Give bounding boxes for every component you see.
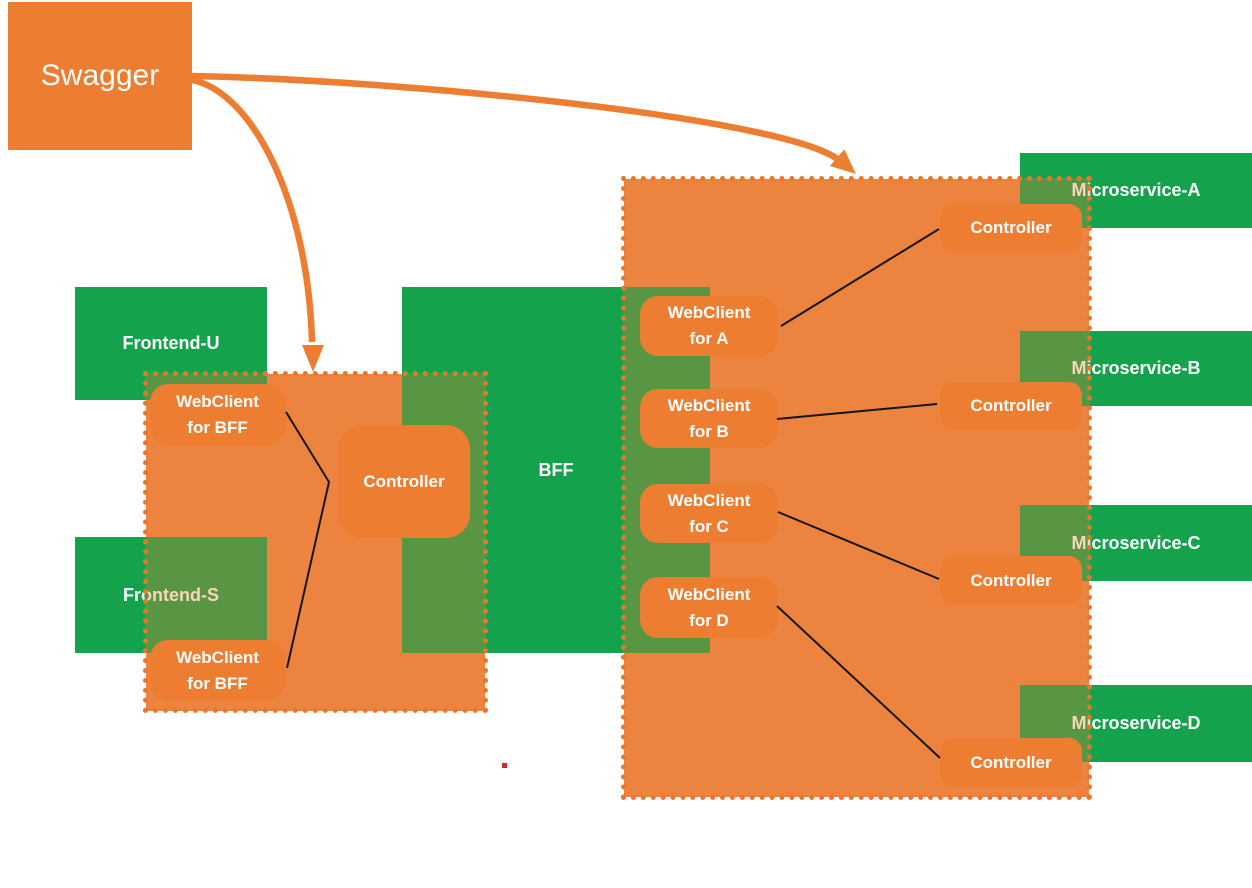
swagger-box: Swagger — [8, 2, 192, 150]
microservice-d-label: Microservice-D — [1071, 713, 1201, 733]
webclient-for-d-line2: for D — [689, 610, 729, 630]
webclient-for-d-box: WebClient for D — [640, 577, 778, 638]
microservice-a-label: Microservice-A — [1071, 180, 1201, 200]
webclient-for-bff-top-line2: for BFF — [187, 418, 248, 437]
swagger-to-right-group-arrowhead-icon — [829, 149, 856, 174]
swagger-to-right-group-arrow — [191, 72, 843, 164]
microservice-b-box: Microservice-B — [1020, 331, 1252, 406]
microservice-c-controller-box: Controller — [940, 556, 1082, 605]
bff-controller-label: Controller — [363, 471, 445, 491]
microservice-a-controller-box: Controller — [940, 204, 1082, 252]
webclient-for-bff-top-line1: WebClient — [176, 392, 259, 411]
microservice-b-label: Microservice-B — [1071, 358, 1201, 378]
webclient-for-c-line2: for C — [689, 516, 729, 536]
frontend-s-box: Frontend-S — [75, 537, 267, 653]
webclient-for-d-line1: WebClient — [667, 584, 751, 604]
bff-label: BFF — [538, 459, 574, 480]
webclient-for-b-line1: WebClient — [667, 395, 751, 415]
swagger-to-left-group-arrowhead-icon — [302, 345, 324, 372]
microservice-b-controller-label: Controller — [970, 396, 1052, 415]
webclient-for-a-box: WebClient for A — [640, 296, 778, 356]
microservice-b-controller-box: Controller — [940, 382, 1082, 430]
webclient-for-c-box: WebClient for C — [640, 484, 778, 543]
frontend-u-label: Frontend-U — [122, 333, 220, 353]
microservice-a-controller-label: Controller — [970, 218, 1052, 237]
microservice-d-controller-label: Controller — [970, 752, 1052, 772]
webclient-for-bff-top-box: WebClient for BFF — [150, 384, 285, 446]
webclient-for-bff-bottom-line1: WebClient — [176, 647, 259, 667]
webclient-for-b-line2: for B — [689, 421, 729, 441]
swagger-label: Swagger — [40, 59, 160, 92]
frontend-s-label: Frontend-S — [123, 584, 219, 605]
webclient-for-a-line1: WebClient — [667, 303, 751, 322]
webclient-for-c-line1: WebClient — [667, 490, 751, 510]
microservice-d-controller-box: Controller — [940, 738, 1082, 787]
webclient-for-a-line2: for A — [689, 329, 729, 348]
stray-red-dot — [502, 763, 507, 768]
microservice-c-controller-label: Controller — [970, 570, 1052, 590]
webclient-for-b-box: WebClient for B — [640, 389, 778, 448]
webclient-for-bff-bottom-box: WebClient for BFF — [150, 640, 285, 701]
microservice-c-label: Microservice-C — [1071, 532, 1201, 553]
webclient-for-bff-bottom-line2: for BFF — [187, 673, 248, 693]
bff-controller-box: Controller — [338, 425, 470, 538]
